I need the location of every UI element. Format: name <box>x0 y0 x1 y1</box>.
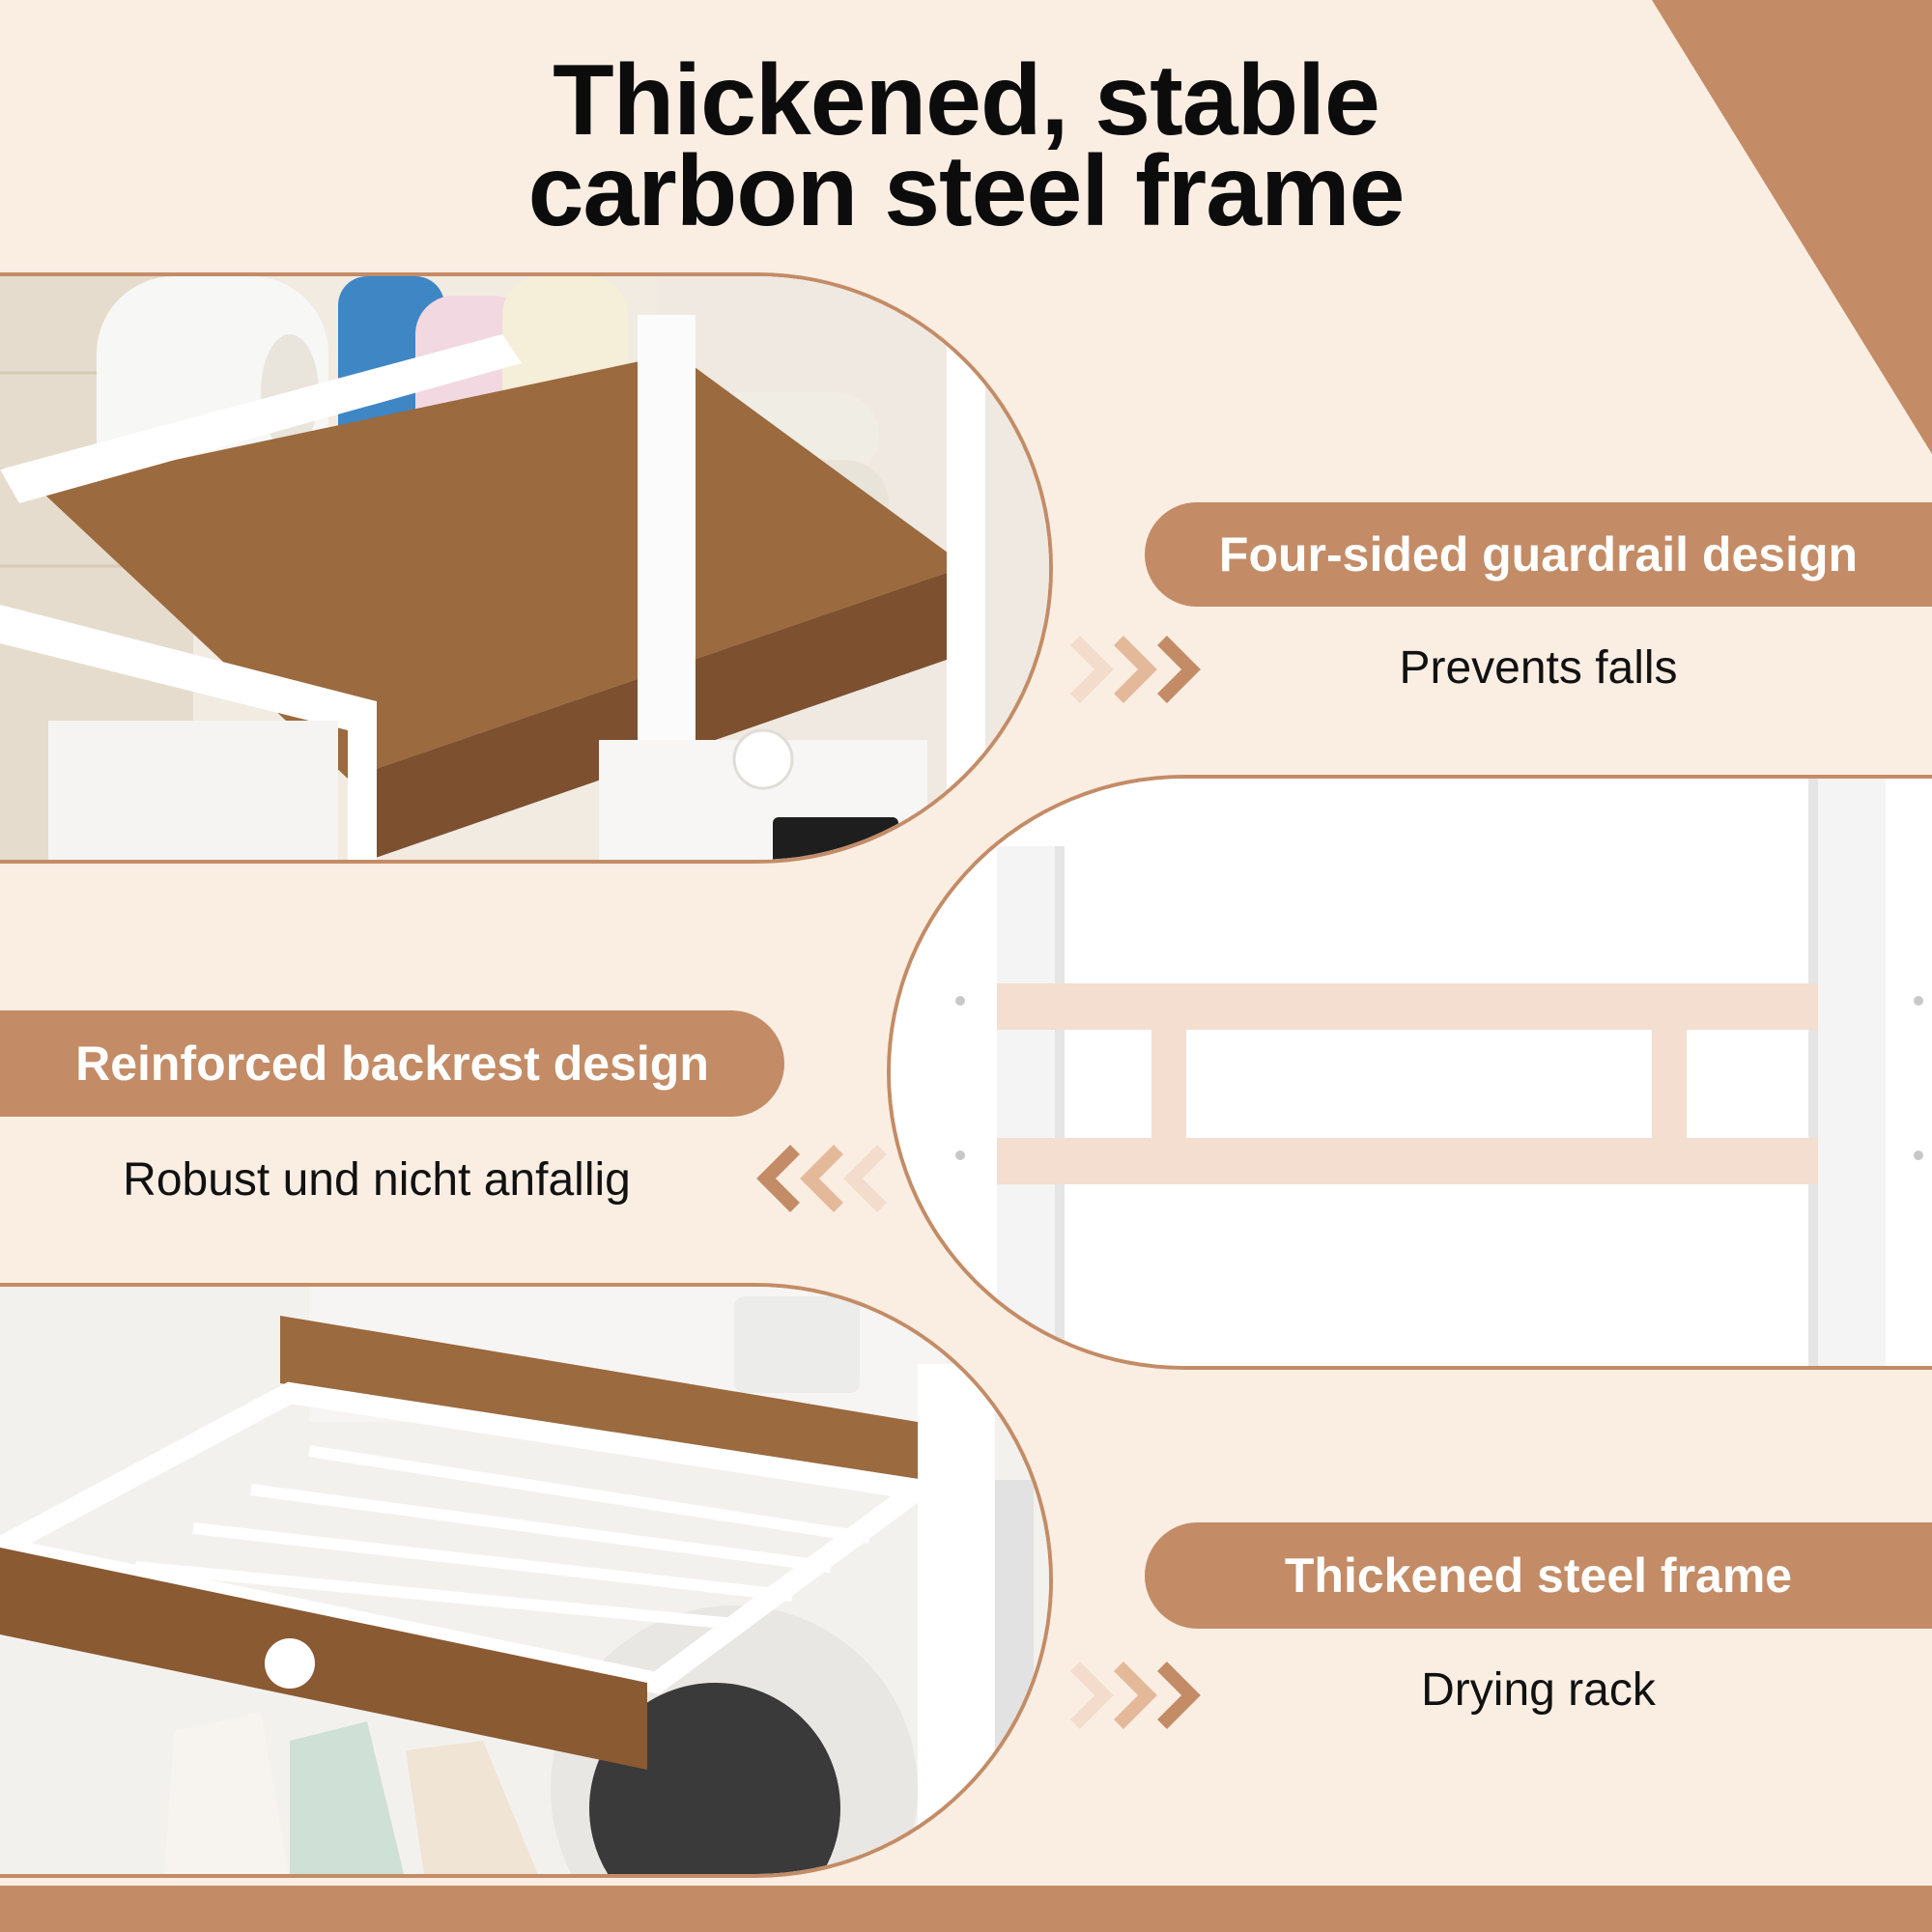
triple-chevron-left-icon <box>756 1145 887 1212</box>
feature-label-guardrail: Four-sided guardrail design <box>1145 502 1932 607</box>
feature-caption-backrest: Robust und nicht anfallig <box>123 1154 631 1206</box>
guardrail-shelf-photo <box>0 272 1053 864</box>
feature-label-backrest: Reinforced backrest design <box>0 1010 784 1117</box>
triple-chevron-right-icon <box>1070 636 1201 703</box>
feature-caption-guardrail: Prevents falls <box>1399 642 1678 694</box>
page-title-line-2: carbon steel frame <box>527 135 1406 247</box>
bottom-accent-band <box>0 1886 1932 1932</box>
backrest-frame-photo <box>887 775 1932 1370</box>
feature-caption-steel-frame: Drying rack <box>1421 1664 1656 1716</box>
triple-chevron-right-icon <box>1070 1662 1201 1729</box>
page-title-line-1: Thickened, stable <box>553 44 1380 156</box>
feature-label-steel-frame: Thickened steel frame <box>1145 1522 1932 1629</box>
drying-rack-photo <box>0 1283 1053 1878</box>
